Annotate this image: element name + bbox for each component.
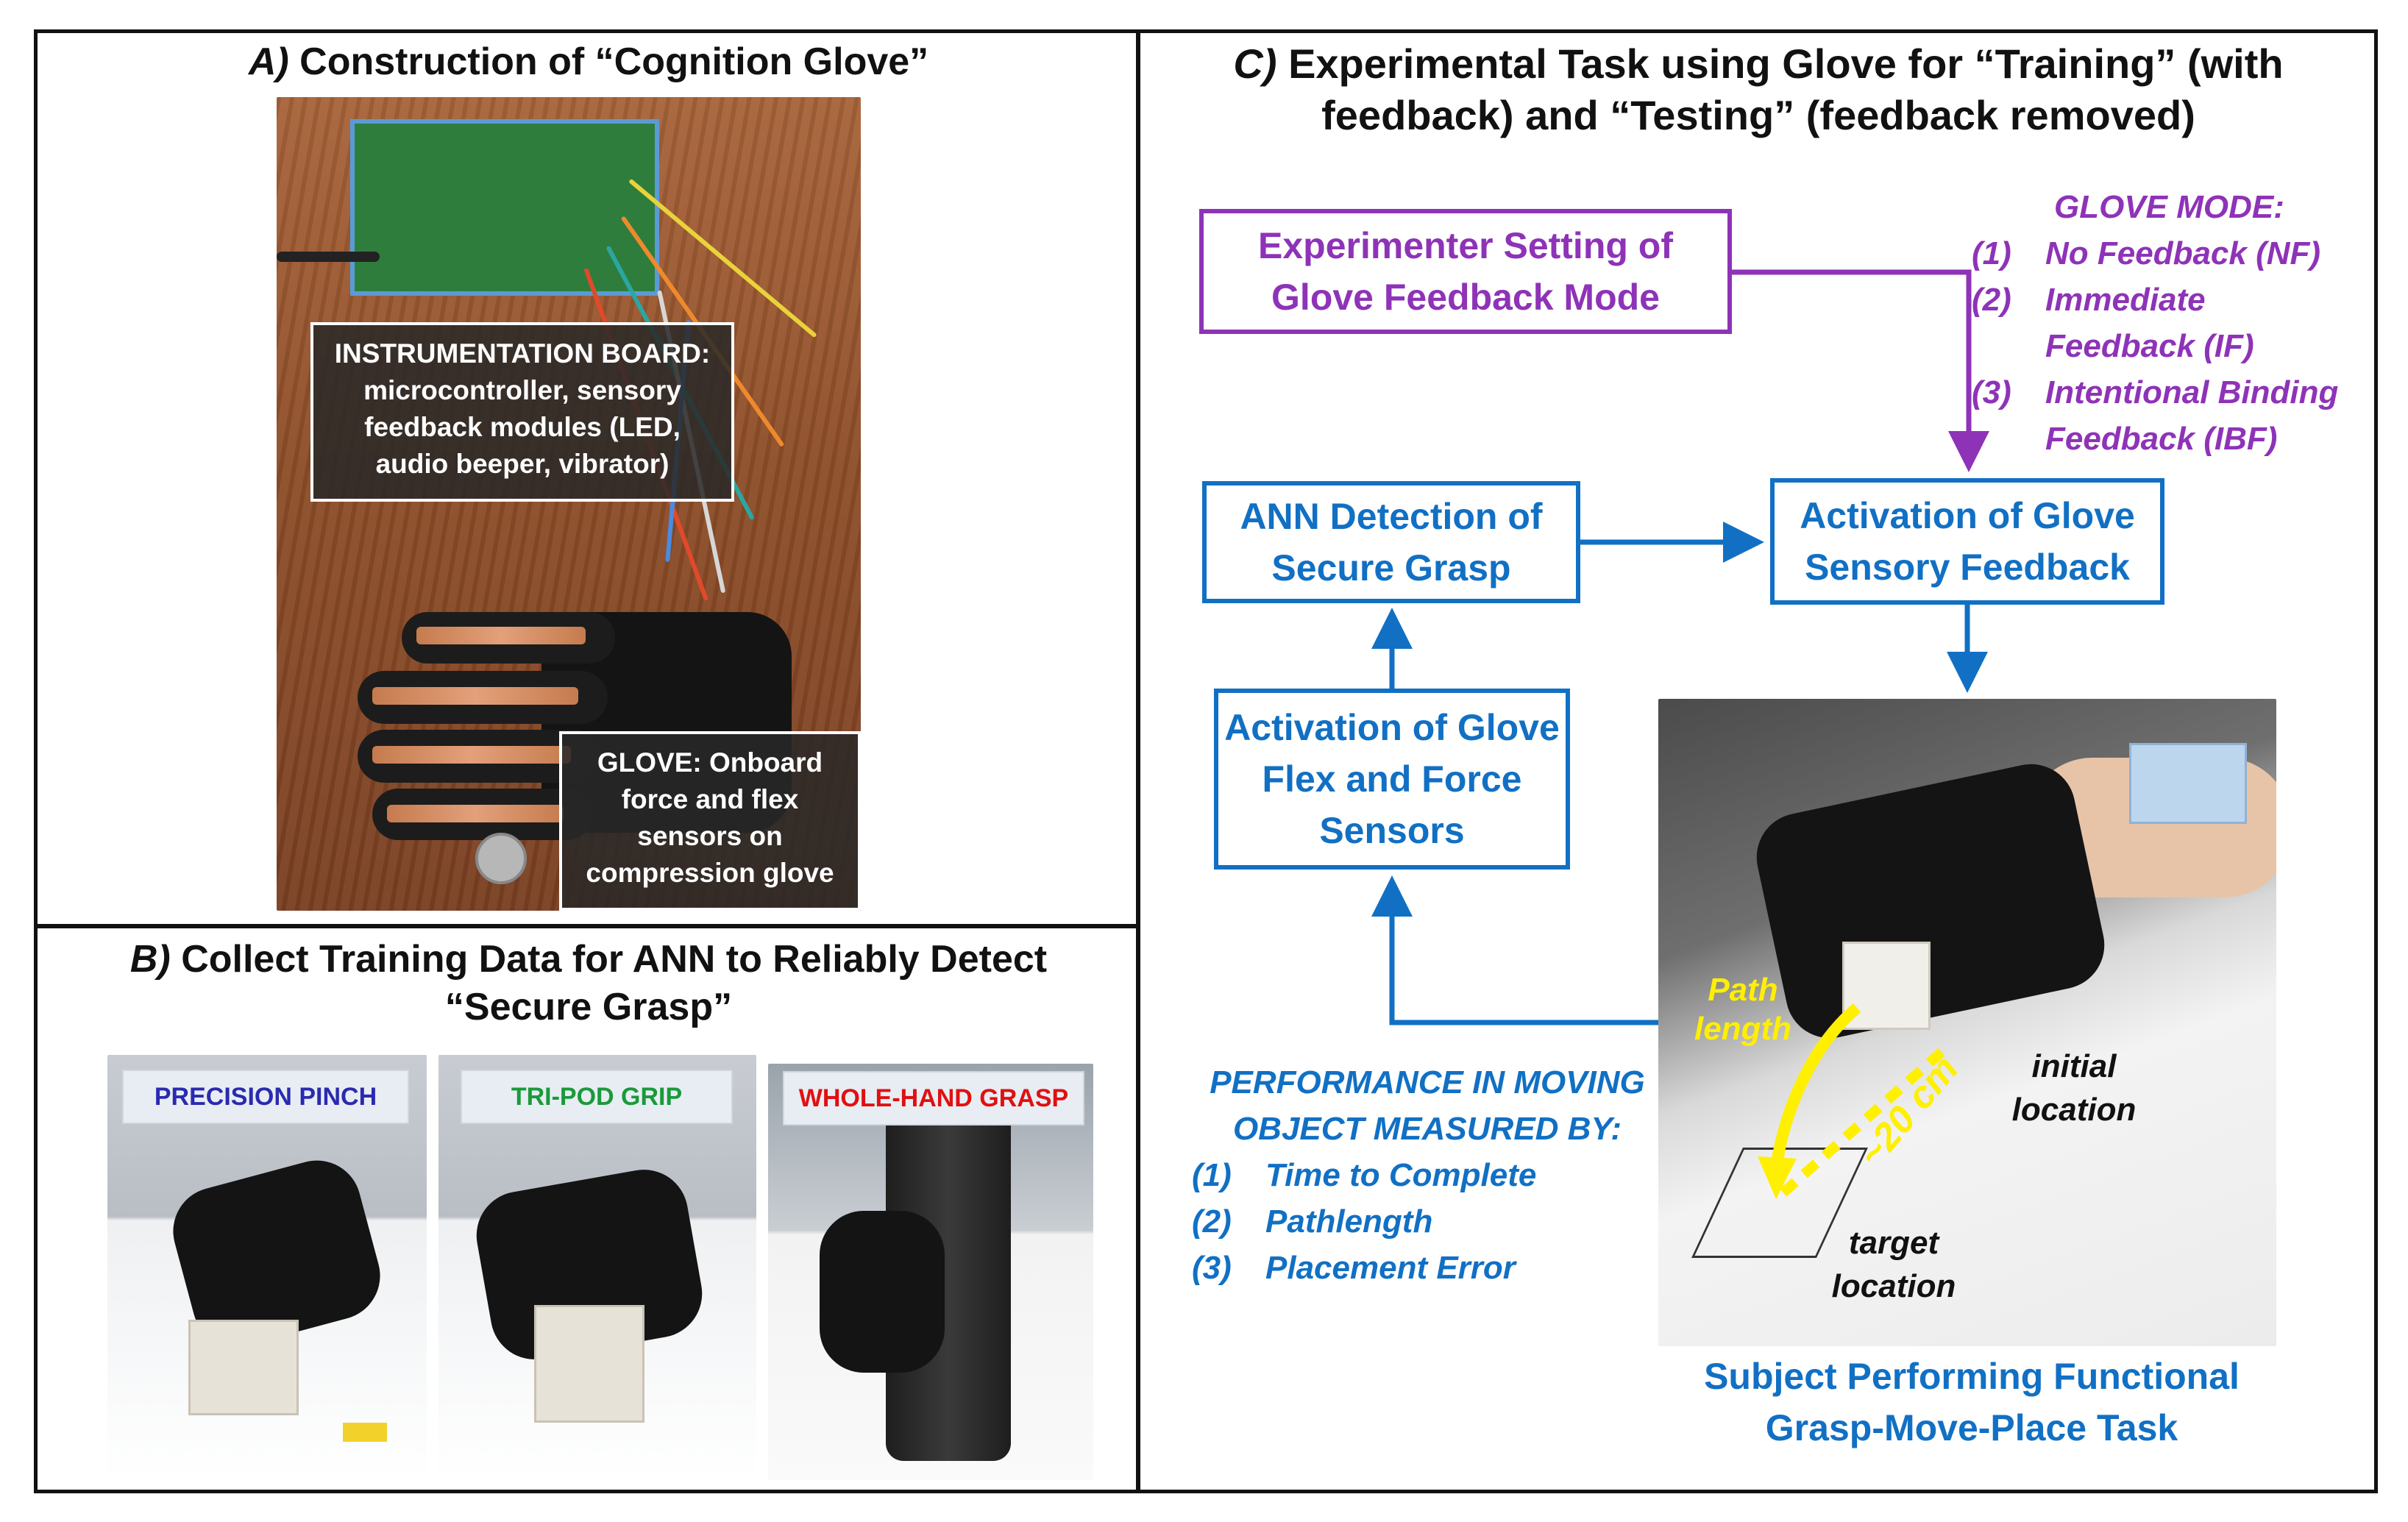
performance-heading: PERFORMANCE IN MOVING OBJECT MEASURED BY…: [1210, 1064, 1645, 1147]
cognition-glove-photo: INSTRUMENTATION BOARD: microcontroller, …: [277, 97, 861, 911]
tri-pod-grip-photo: TRI-POD GRIP: [438, 1055, 756, 1480]
activation-sensors-box: Activation of Glove Flex and Force Senso…: [1214, 689, 1570, 870]
glove-mode-num: (1): [1972, 235, 2011, 271]
arrow-mode-to-feedback: [1732, 269, 1989, 472]
performance-text: Pathlength: [1265, 1203, 1433, 1240]
task-photo: Path length ~20 cm initial location targ…: [1658, 699, 2276, 1346]
ann-detection-box: ANN Detection of Secure Grasp: [1202, 481, 1580, 603]
panel-c-title-line1: Experimental Task using Glove for “Train…: [1288, 40, 2284, 87]
precision-pinch-photo: PRECISION PINCH: [107, 1055, 427, 1480]
flex-sensor: [372, 746, 571, 764]
test-cube: [188, 1320, 299, 1415]
panel-divider-horizontal: [34, 924, 1139, 928]
precision-pinch-label: PRECISION PINCH: [122, 1070, 409, 1124]
flex-sensor: [416, 627, 586, 644]
performance-item: (2) Pathlength: [1192, 1198, 1663, 1245]
ann-detection-text: ANN Detection of Secure Grasp: [1240, 496, 1543, 588]
performance-item: (3) Placement Error: [1192, 1245, 1663, 1291]
performance-item: (1) Time to Complete: [1192, 1152, 1663, 1198]
glove-label: GLOVE: Onboard force and flex sensors on…: [559, 731, 861, 911]
whole-hand-grasp-photo: WHOLE-HAND GRASP: [768, 1064, 1093, 1480]
glove-mode-text: Intentional Binding Feedback (IBF): [2045, 374, 2339, 457]
tri-pod-grip-label: TRI-POD GRIP: [461, 1070, 733, 1124]
activation-sensors-text: Activation of Glove Flex and Force Senso…: [1224, 707, 1560, 851]
panel-c-letter: C): [1233, 40, 1277, 87]
panel-b-title: B) Collect Training Data for ANN to Reli…: [44, 936, 1133, 1031]
force-sensor: [475, 833, 527, 884]
task-caption-text: Subject Performing Functional Grasp-Move…: [1704, 1356, 2240, 1448]
experimenter-setting-box: Experimenter Setting of Glove Feedback M…: [1199, 209, 1732, 334]
panel-a-title: A) Construction of “Cognition Glove”: [44, 38, 1133, 86]
whole-hand-grasp-label: WHOLE-HAND GRASP: [783, 1071, 1084, 1126]
performance-num: (3): [1192, 1250, 1232, 1286]
instrumentation-board-label: INSTRUMENTATION BOARD: microcontroller, …: [310, 322, 734, 502]
path-length-arrow: [1758, 1003, 1945, 1203]
glove-mode-text: No Feedback (NF): [2045, 235, 2321, 271]
test-cube: [534, 1305, 644, 1423]
instrumentation-board: [350, 119, 659, 296]
activation-feedback-box: Activation of Glove Sensory Feedback: [1770, 478, 2164, 605]
glove-mode-text: Immediate Feedback (IF): [2045, 282, 2254, 364]
usb-cable: [277, 252, 380, 262]
panel-b-letter: B): [129, 938, 171, 981]
task-photo-caption: Subject Performing Functional Grasp-Move…: [1663, 1351, 2281, 1454]
panel-c-title: C) Experimental Task using Glove for “Tr…: [1148, 38, 2369, 141]
flex-sensor: [387, 805, 564, 822]
flex-sensor: [372, 687, 578, 705]
figure-frame: [34, 29, 2378, 1493]
panel-divider-vertical: [1136, 29, 1140, 1493]
initial-location-label: initial location: [2011, 1048, 2137, 1128]
tape-mark: [343, 1423, 387, 1442]
path-length-label: Path length: [1694, 972, 1791, 1047]
performance-text: Time to Complete: [1265, 1157, 1537, 1193]
performance-list: PERFORMANCE IN MOVING OBJECT MEASURED BY…: [1192, 1059, 1663, 1291]
panel-c-title-line2: feedback) and “Testing” (feedback remove…: [1321, 92, 2195, 138]
experimenter-setting-text: Experimenter Setting of Glove Feedback M…: [1258, 225, 1673, 318]
performance-num: (1): [1192, 1157, 1232, 1193]
glove-mode-heading: GLOVE MODE:: [2054, 189, 2284, 225]
wrist-board: [2129, 743, 2247, 824]
panel-b-title-line2: “Secure Grasp”: [444, 986, 733, 1028]
glove-hand: [820, 1211, 945, 1373]
glove-mode-item: (1) No Feedback (NF): [1972, 230, 2369, 277]
glove-mode-item: (3) Intentional Binding Feedback (IBF): [1972, 369, 2369, 462]
glove-mode-list: GLOVE MODE: (1) No Feedback (NF) (2) Imm…: [1972, 184, 2369, 462]
panel-a-title-text: Construction of “Cognition Glove”: [299, 40, 929, 83]
performance-num: (2): [1192, 1203, 1232, 1240]
activation-feedback-text: Activation of Glove Sensory Feedback: [1800, 495, 2135, 588]
glove-mode-num: (2): [1972, 282, 2011, 318]
glove-mode-item: (2) Immediate Feedback (IF): [1972, 277, 2369, 369]
panel-a-letter: A): [248, 40, 289, 83]
panel-b-title-line1: Collect Training Data for ANN to Reliabl…: [181, 938, 1048, 981]
performance-text: Placement Error: [1265, 1250, 1516, 1286]
glove-mode-num: (3): [1972, 374, 2011, 410]
arrow-task-to-sensors: [1371, 875, 1660, 1025]
target-location-label: target location: [1831, 1225, 1956, 1305]
